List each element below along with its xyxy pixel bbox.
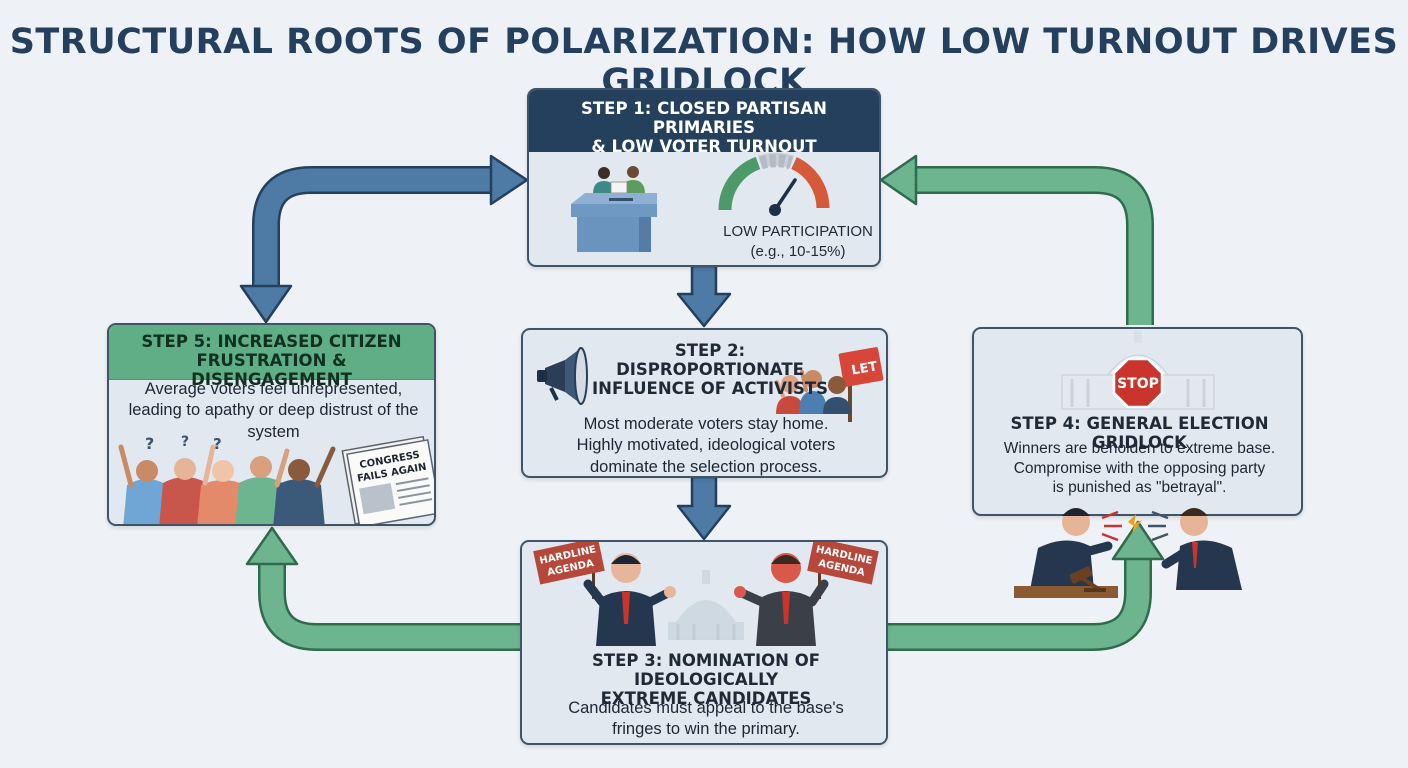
svg-text:?: ? — [213, 435, 222, 453]
step4-card: STOP STEP 4: GENERAL ELECTION GRIDLOCK W… — [972, 327, 1303, 516]
candidate-icon: HARDLINE AGENDA — [533, 542, 676, 646]
step4-body-line: Winners are beholden to extreme base. — [1003, 440, 1276, 457]
step2-description: Most moderate voters stay home. Highly m… — [531, 414, 881, 476]
step2-title-line: STEP 2: DISPROPORTIONATE — [616, 341, 804, 379]
step5-title-line: FRUSTRATION & DISENGAGEMENT — [191, 350, 352, 389]
gavel-icon — [1014, 566, 1118, 598]
step5-description: Average voters feel unrepresented, leadi… — [117, 379, 430, 443]
step4-description: Winners are beholden to extreme base. Co… — [982, 439, 1297, 498]
arrow-step2-to-step3 — [676, 475, 732, 541]
step4-illustration: STOP — [1061, 331, 1215, 410]
participation-label: LOW PARTICIPATION (e.g., 10-15%) — [713, 222, 879, 261]
step3-title-line: STEP 3: NOMINATION OF IDEOLOGICALLY — [591, 651, 821, 689]
step4-body-line: Compromise with the opposing party — [1013, 459, 1266, 477]
step5-title-line: STEP 5: INCREASED CITIZEN — [141, 332, 402, 351]
step4-title: STEP 4: GENERAL ELECTION GRIDLOCK — [1010, 414, 1269, 452]
step2-title: STEP 2: DISPROPORTIONATE INFLUENCE OF AC… — [587, 341, 833, 399]
step1-card: STEP 1: CLOSED PARTISAN PRIMARIES & LOW … — [527, 88, 881, 267]
step5-body-line: system — [247, 422, 300, 441]
step3-illustration: HARDLINE AGENDA HARDLINE AGENDA — [533, 542, 879, 646]
newspaper-icon: CONGRESS FAILS AGAIN — [341, 435, 434, 524]
step2-card: LET STEP 2: DISPROPORTIONATE INFLUENCE O… — [521, 328, 888, 478]
politician-right — [1161, 508, 1242, 590]
shouting-lines — [1101, 510, 1169, 542]
step1-title-line: STEP 1: CLOSED PARTISAN PRIMARIES — [581, 99, 827, 137]
step5-illustration: ? ? ? CONGRESS FAILS AGAIN — [118, 434, 434, 524]
gauge-sublabel: (e.g., 10-15%) — [750, 242, 846, 260]
step2-title-line: INFLUENCE OF ACTIVISTS — [592, 378, 828, 398]
participation-gauge-icon — [718, 152, 830, 216]
arrow-step4-to-step1 — [879, 154, 1154, 325]
step5-title: STEP 5: INCREASED CITIZEN FRUSTRATION & … — [109, 325, 434, 389]
arguing-politicians-icon — [1014, 508, 1242, 598]
candidate-icon: HARDLINE AGENDA — [734, 542, 879, 646]
step4-body-line: is punished as "betrayal". — [1052, 479, 1227, 497]
step2-illustration: LET — [537, 347, 884, 422]
arrow-step3-to-step4 — [888, 520, 1165, 651]
arrow-step5-to-step1 — [239, 154, 529, 324]
step2-body-line: Most moderate voters stay home. — [583, 415, 829, 433]
svg-text:?: ? — [145, 434, 154, 453]
step3-body-line: Candidates must appeal to the base's — [568, 699, 844, 717]
step3-title: STEP 3: NOMINATION OF IDEOLOGICALLY EXTR… — [522, 651, 886, 709]
frustrated-crowd-icon: ? ? ? — [118, 434, 336, 524]
poll-workers-icon — [593, 166, 645, 194]
ballot-box-icon — [571, 193, 657, 252]
page-title: STRUCTURAL ROOTS OF POLARIZATION: HOW LO… — [9, 22, 1399, 102]
gauge-label: LOW PARTICIPATION — [723, 223, 873, 240]
step1-illustration — [571, 152, 830, 252]
stop-text: STOP — [1117, 376, 1159, 392]
step3-card: HARDLINE AGENDA HARDLINE AGENDA STEP 3: … — [520, 540, 888, 745]
arrow-step3-to-step5 — [245, 526, 520, 651]
capitol-icon — [668, 570, 744, 640]
step5-body-line: leading to apathy or deep distrust of th… — [128, 401, 419, 420]
step1-title: STEP 1: CLOSED PARTISAN PRIMARIES & LOW … — [529, 90, 879, 156]
megaphone-icon — [537, 347, 588, 405]
politician-left — [1030, 508, 1113, 590]
step2-body-line: dominate the selection process. — [589, 457, 823, 476]
step5-body-line: Average voters feel unrepresented, — [144, 380, 403, 398]
svg-text:?: ? — [181, 434, 189, 450]
stop-sign-icon: STOP — [1112, 357, 1164, 409]
step2-body-line: Highly motivated, ideological voters — [576, 436, 836, 455]
activist-crowd-icon: LET — [775, 347, 884, 422]
step3-body-line: fringes to win the primary. — [612, 720, 800, 739]
arrow-step1-to-step2 — [676, 264, 732, 328]
step3-title-line: EXTREME CANDIDATES — [600, 688, 812, 708]
step1-title-line: & LOW VOTER TURNOUT — [591, 136, 817, 156]
step5-card: STEP 5: INCREASED CITIZEN FRUSTRATION & … — [107, 323, 436, 526]
sign-text: LET — [850, 359, 878, 378]
step3-description: Candidates must appeal to the base's fri… — [532, 698, 880, 741]
